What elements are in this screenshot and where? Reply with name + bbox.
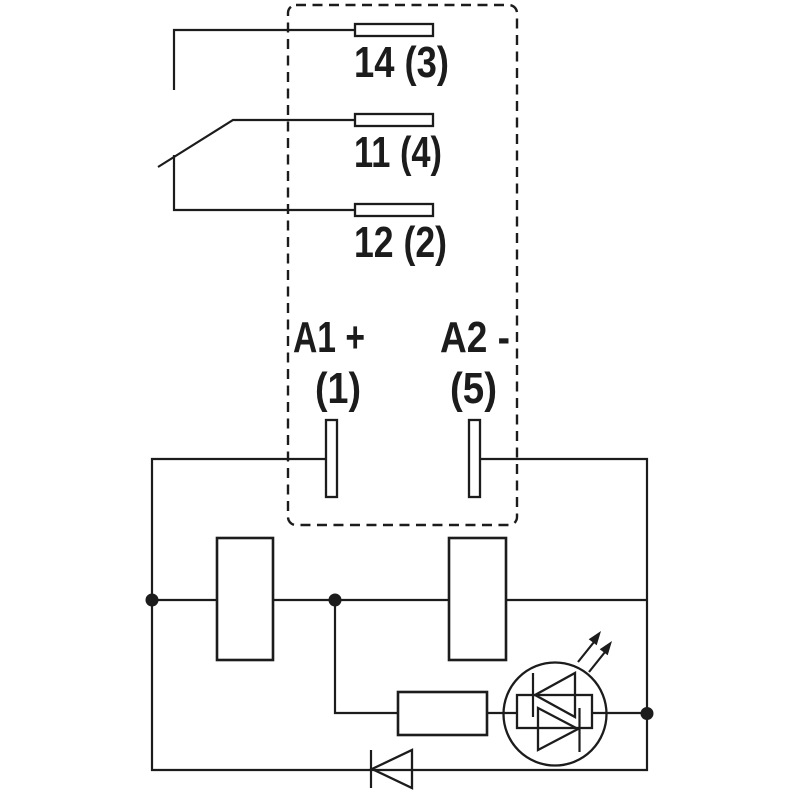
junction-dot-left (145, 593, 159, 607)
coil-terminal-a1-pin: (1) (315, 364, 361, 413)
switch-arm-icon (157, 118, 355, 168)
contact-wire-14 (172, 28, 355, 90)
coil-rectangle-icon-left (215, 536, 275, 662)
bidirectional-led-icon (502, 661, 608, 767)
junction-dot-right (640, 707, 654, 720)
coil-terminal-a1-label: A1 + (293, 313, 365, 362)
light-arrow-head-1 (588, 631, 601, 646)
terminal-label-11: 11 (4) (354, 128, 442, 177)
terminal-pin-a2 (467, 418, 482, 499)
terminal-label-14: 14 (3) (354, 38, 449, 87)
contact-wire-12 (172, 155, 355, 212)
terminal-blade-14 (353, 22, 435, 38)
led-circle (502, 661, 608, 767)
light-emission-arrows-icon (577, 631, 612, 673)
indicator-branch-wire (333, 600, 647, 715)
coil-rectangle-icon-right (447, 536, 508, 662)
contact-section: 14 (3) 11 (4) 12 (2) (157, 22, 449, 267)
light-arrow-head-2 (599, 641, 612, 656)
coil-terminal-a2-pin: (5) (450, 364, 497, 413)
coil-section: A1 + (1) A2 - (5) (145, 313, 654, 790)
coil-circuit-outline (150, 457, 649, 772)
junction-dot-middle (328, 593, 342, 607)
light-arrow-shaft-1 (577, 641, 595, 663)
led-diode-right-triangle (536, 706, 581, 752)
terminal-blade-11 (353, 112, 435, 128)
led-diode-left-triangle (532, 671, 577, 719)
light-arrow-shaft-2 (588, 651, 606, 673)
resistor-icon (396, 690, 489, 737)
led-branch-loop (515, 693, 594, 730)
protection-diode-triangle (369, 748, 414, 790)
terminal-blade-12 (353, 202, 435, 218)
terminal-label-12: 12 (2) (354, 218, 447, 267)
diode-icon (369, 748, 414, 790)
relay-boundary-dashed-outline (286, 3, 519, 527)
coil-terminal-a2-label: A2 - (440, 313, 510, 362)
terminal-pin-a1 (324, 418, 339, 499)
